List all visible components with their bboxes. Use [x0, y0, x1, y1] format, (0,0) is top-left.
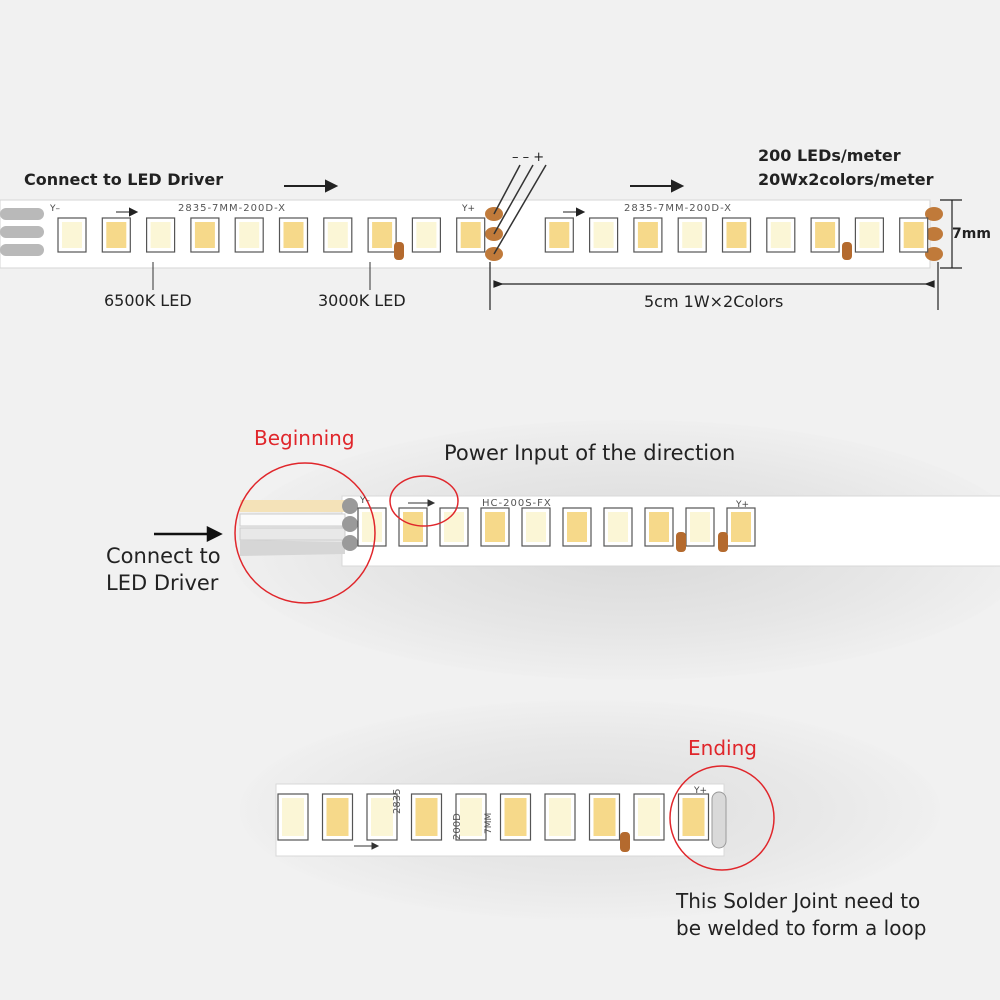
strip1-wire-leads [493, 164, 547, 255]
strip1-pad-y-minus: Y– [50, 204, 60, 214]
led-phosphor [638, 798, 660, 836]
led-phosphor [815, 222, 836, 248]
strip1-input-wires [0, 208, 44, 256]
strip1-label-pointers [152, 262, 371, 290]
led-phosphor [326, 798, 349, 836]
led-phosphor [362, 512, 382, 542]
led-phosphor [415, 798, 438, 836]
led-phosphor [682, 222, 703, 248]
strip1-pcb-code-a: 2835-7MM-200D-X [178, 203, 287, 214]
led-phosphor [460, 798, 482, 836]
led-phosphor [549, 222, 570, 248]
strip3-ending-circle [669, 765, 775, 871]
led-phosphor [637, 222, 658, 248]
strip2-beginning-label: Beginning [254, 426, 355, 450]
strip1-wire-signs: – – + [512, 150, 545, 165]
led-phosphor [549, 798, 571, 836]
led-phosphor [194, 222, 215, 248]
strip2-pad-y-minus: Y– [360, 496, 370, 506]
led-phosphor [403, 512, 423, 542]
strip2-connect-arrow [154, 525, 223, 543]
strip1-direction-arrows [116, 179, 685, 217]
strip1-led-row [57, 217, 929, 253]
strip3-end-solder-joint [711, 791, 727, 849]
led-phosphor [593, 222, 614, 248]
strip3-pad-y-plus: Y+ [694, 786, 708, 796]
led-phosphor [460, 222, 481, 248]
strip1-density-label: 200 LEDs/meter [758, 146, 901, 165]
led-phosphor [770, 222, 791, 248]
strip1-cool-led-label: 6500K LED [104, 291, 192, 310]
strip2-pad-y-plus: Y+ [736, 500, 750, 510]
led-phosphor [593, 798, 616, 836]
strip3-note-line2: be welded to form a loop [676, 916, 927, 940]
led-phosphor [682, 798, 705, 836]
strip2-pcb-arrow [408, 499, 436, 507]
strip2-direction-label: Power Input of the direction [444, 441, 736, 465]
strip3-pcb-arrow [354, 842, 380, 850]
strip2-direction-circle [389, 475, 459, 527]
led-phosphor [504, 798, 527, 836]
strip1-diagram [0, 164, 962, 310]
led-phosphor [731, 512, 751, 542]
strip1-power-label: 20Wx2colors/meter [758, 170, 934, 189]
led-phosphor [485, 512, 505, 542]
strip1-pcb-code-b: 2835-7MM-200D-X [624, 203, 733, 214]
strip1-section-label: 5cm 1W×2Colors [644, 292, 784, 311]
strip2-connect-line1: Connect to [106, 544, 221, 568]
led-phosphor [239, 222, 260, 248]
strip3-note-line1: This Solder Joint need to [676, 889, 921, 913]
led-phosphor [327, 222, 348, 248]
strip1-pad-y-plus: Y+ [462, 204, 476, 214]
led-phosphor [283, 222, 304, 248]
strip2-resistors [676, 532, 728, 552]
led-phosphor [62, 222, 82, 248]
led-phosphor [416, 222, 437, 248]
led-phosphor [649, 512, 669, 542]
led-phosphor [282, 798, 304, 836]
strip3-pcb-code-c: 7MM [484, 812, 494, 834]
strip3-ending-label: Ending [688, 736, 757, 760]
strip1-width-label: 7mm [952, 226, 991, 242]
led-phosphor [690, 512, 710, 542]
led-phosphor [859, 222, 880, 248]
strip2-connect-line2: LED Driver [106, 571, 219, 595]
led-phosphor [371, 798, 393, 836]
led-phosphor [903, 222, 924, 248]
strip1-dimension-lines [489, 199, 962, 310]
strip3-led-row [277, 793, 710, 841]
strip1-resistors [394, 242, 852, 260]
strip1-warm-led-label: 3000K LED [318, 291, 406, 310]
strip2-beginning-circle [234, 462, 376, 604]
strip3-pcb-code-a: 2835 [392, 788, 403, 814]
led-phosphor [526, 512, 546, 542]
strip3-resistors [620, 832, 630, 852]
led-phosphor [106, 222, 127, 248]
led-phosphor [567, 512, 587, 542]
strip2-pcb-code: HC-200S-FX [482, 498, 552, 509]
led-phosphor [372, 222, 393, 248]
led-phosphor [444, 512, 464, 542]
strip2-input-wires [239, 498, 358, 556]
led-phosphor [608, 512, 628, 542]
strip2-led-row [357, 507, 756, 547]
strip1-connect-label: Connect to LED Driver [24, 170, 224, 189]
strip3-pcb-code-b: 200D [452, 813, 463, 840]
led-phosphor [150, 222, 171, 248]
led-phosphor [726, 222, 747, 248]
